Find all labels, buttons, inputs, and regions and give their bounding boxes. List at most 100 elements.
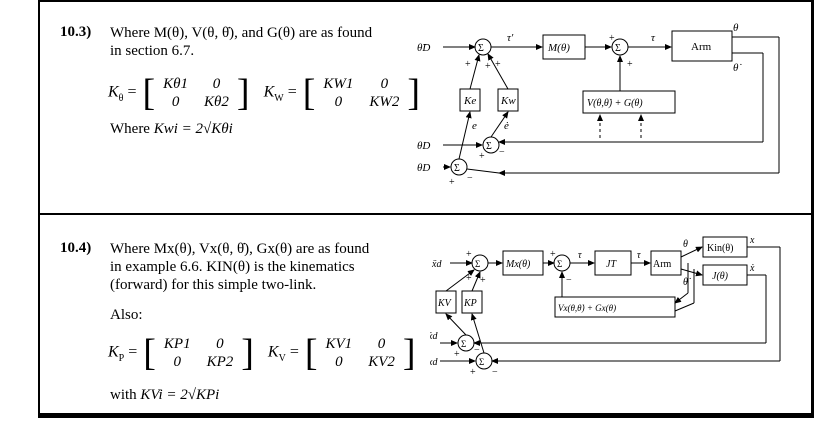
arm-block [650,250,682,276]
tau-prime-label: τ′ [507,32,514,44]
error-label: e [472,120,477,132]
matrix-cell: KV1 [325,336,353,352]
svg-text:−: − [492,367,498,378]
tau-label: τ [637,250,641,261]
relation-line: Where Kwi = 2√Kθi [110,120,233,138]
svg-text:+: + [480,275,486,286]
gain-subscript: V [278,352,286,364]
relation-line: with KVi = 2√KPi [110,386,219,404]
gain-matrices-equation: Kθ = [ Kθ1 0 0 Kθ2 ] KW = [ KW1 0 0 KW2 … [108,72,421,114]
matrix-cell: KP2 [206,354,234,370]
matrix-cell: KW2 [369,94,400,110]
problem-text-line: Where M(θ), V(θ, θ̇), and G(θ) are as fo… [110,25,373,41]
kp-label: KP [463,298,477,309]
theta-dot-output-label: θ̇ [733,62,742,74]
gain-symbol: K [108,343,119,361]
svg-text:+: + [627,59,633,70]
matrix-cell: 0 [216,336,224,352]
svg-text:−: − [566,275,572,286]
svg-text:−: − [499,147,505,158]
block-diagram-10-3: θ̈D θ̇D θD Σ Σ Σ Σ τ′ τ M(θ) Arm V(θ,θ̇)… [417,22,780,188]
problem-text-line: Where Mx(θ), Vx(θ, θ̇), Gx(θ) are as fou… [110,241,370,257]
input-vel-label: θ̇D [417,140,430,152]
arm-block [671,30,733,62]
svg-text:+: + [470,367,476,378]
sum-symbol: Σ [479,357,484,367]
problem-text-line: (forward) for this simple two-link. [110,277,317,293]
kw-label: Kw [500,95,516,107]
matrix-cell: KV2 [368,354,395,370]
kin-block-label: Kin(θ) [707,243,733,254]
matrix-cell: 0 [377,336,386,352]
matrix-cell: 0 [173,354,182,370]
sum-symbol: Σ [486,141,492,152]
matrix-cell: 0 [171,94,180,110]
jt-block-label: JT [606,259,617,270]
problem-text: Where Mx(θ), Vx(θ, θ̇), Gx(θ) are as fou… [110,240,425,294]
input-accel-label: ẍd [431,259,442,270]
svg-text:−: − [474,345,480,356]
gain-matrix: [ KV1 0 0 KV2 ] [304,332,416,374]
svg-text:+: + [465,59,471,70]
relation-expression: KVi = 2√KPi [140,387,220,403]
coriolis-gravity-block [582,90,676,114]
relation-prefix: Where [110,121,150,137]
ke-label: Ke [463,95,476,107]
sum-symbol: Σ [615,43,621,54]
sum-symbol: Σ [454,163,460,174]
gain-symbol: K [267,343,279,361]
matrix-cell: KW1 [323,76,354,92]
xdot-output-label: ẋ [749,263,755,274]
gain-symbol: K [263,83,275,101]
svg-text:−: − [467,173,473,184]
kv-label: KV [437,298,453,309]
problem-text-line: in example 6.6. KIN(θ) is the kinematics [110,259,355,275]
matrix-cell: 0 [380,76,389,92]
matrix-cell: 0 [335,354,343,370]
sum-symbol: Σ [461,339,466,349]
block-diagram-10-4: ẍd ẋd xd Σ Σ Σ Σ Mx(θ) τ τ JT Arm Kin(θ)… [430,235,781,378]
gain-matrix: [ Kθ1 0 0 Kθ2 ] [142,72,250,114]
exercise-frame [38,0,814,418]
matrix-cell: Kθ2 [204,94,229,110]
input-accel-label: θ̈D [417,42,430,54]
sum-symbol: Σ [557,259,562,269]
matrix-cell: KP1 [163,336,191,352]
relation-expression: Kwi = 2√Kθi [153,121,233,137]
svg-text:+: + [609,33,615,44]
relation-prefix: with [110,387,137,403]
input-vel-label: ẋd [430,331,438,342]
gain-matrix: [ KP1 0 0 KP2 ] [143,332,254,374]
mass-block-label: Mx(θ) [505,259,531,270]
svg-text:+: + [466,273,472,284]
theta-output-label: θ [683,239,688,250]
tau-label: τ [651,32,656,44]
theta-dot-output-label: θ̇ [683,277,691,288]
svg-text:+: + [485,61,491,72]
sum-symbol: Σ [478,43,484,54]
svg-text:+: + [495,59,501,70]
matrix-cell: 0 [334,94,343,110]
tau-label: τ [578,250,582,261]
svg-text:+: + [550,249,556,260]
input-pos-label: θD [417,162,430,174]
problem-text: Where M(θ), V(θ, θ̇), and G(θ) are as fo… [110,24,410,60]
arm-block-label: Arm [653,259,672,270]
problem-number: 10.3) [60,24,92,40]
matrix-cell: Kθ1 [163,76,189,92]
gain-matrix: [ KW1 0 0 KW2 ] [302,72,421,114]
sum-symbol: Σ [475,259,480,269]
matrix-cell: 0 [212,76,221,92]
gain-matrices-equation: KP = [ KP1 0 0 KP2 ] KV = [ KV1 0 0 KV2 … [108,332,416,374]
problem-text-line: in section 6.7. [110,43,195,59]
gain-subscript: P [118,352,125,364]
gain-subscript: θ [118,92,124,104]
x-output-label: x [749,235,755,246]
coriolis-gravity-block [554,296,676,318]
svg-text:+: + [479,151,485,162]
error-dot-label: ė [504,120,509,132]
vg-block-label: Vx(θ,θ̇) + Gx(θ) [558,303,616,313]
gain-symbol: K [108,83,119,101]
gain-subscript: W [274,92,284,104]
theta-output-label: θ [733,22,739,34]
